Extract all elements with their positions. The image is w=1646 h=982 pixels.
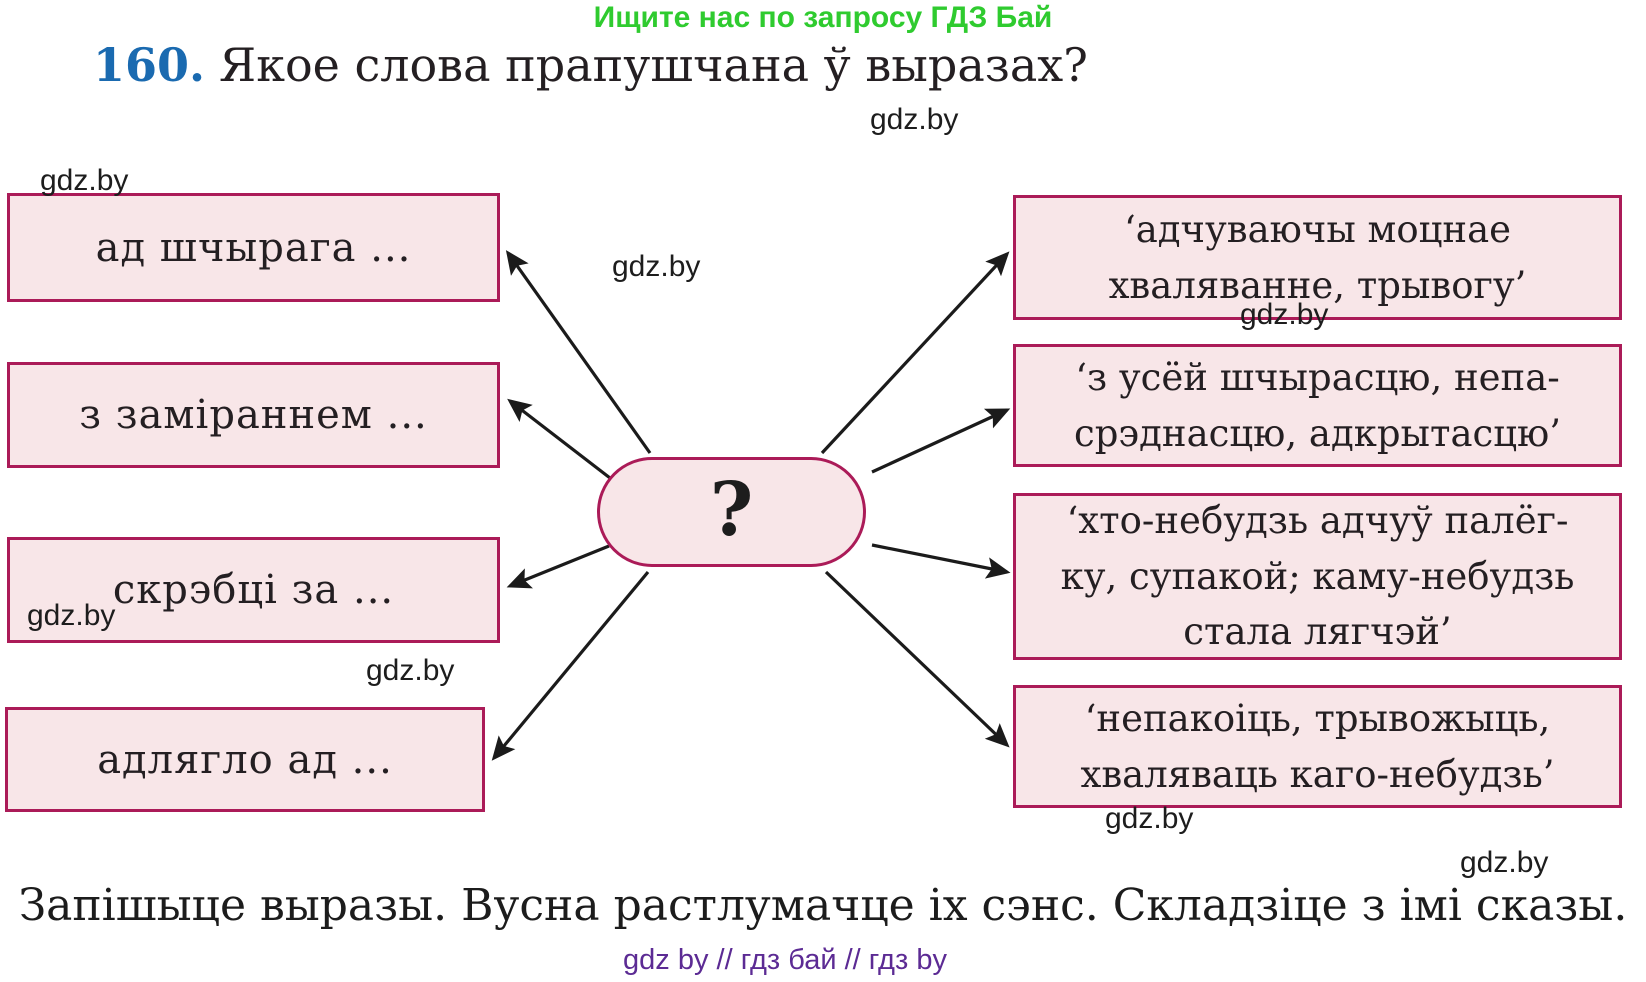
question-mark: ? (709, 467, 754, 553)
definition-line: срэднасцю, адкрытасцю’ (1074, 411, 1561, 455)
promo-banner-top: Ищите нас по запросу ГДЗ Бай (593, 1, 1053, 34)
phrase-box-3: скрэбці за ... (7, 537, 500, 643)
definition-line: хваляваць каго-небудзь’ (1080, 752, 1555, 796)
gdz-watermark: gdz.by (612, 250, 701, 283)
definition-line: ‘з усёй шчырасцю, непа- (1075, 356, 1560, 399)
definition-line: хваляванне, трывогу’ (1108, 263, 1527, 307)
gdz-watermark: gdz.by (1460, 846, 1549, 879)
definition-box-3: ‘хто-небудзь адчуў палёг- ку, супакой; к… (1013, 493, 1622, 660)
exercise-question: Якое слова прапушчана ў выразах? (219, 38, 1088, 92)
definition-line: стала лягчэй’ (1183, 610, 1452, 654)
exercise-title: 160.Якое слова прапушчана ў выразах? (93, 38, 1088, 92)
gdz-watermark: gdz.by (40, 164, 129, 197)
definition-line: ‘непакоіць, трывожыць, (1084, 697, 1551, 740)
gdz-watermark: gdz.by (1105, 802, 1194, 835)
phrase-text: адлягло ад ... (97, 736, 393, 783)
gdz-watermark: gdz.by (366, 654, 455, 687)
definition-line: ‘хто-небудзь адчуў палёг- (1066, 499, 1569, 543)
phrase-text: ад шчырага ... (95, 224, 412, 271)
phrase-text: з заміраннем ... (79, 392, 428, 438)
definition-box-1: ‘адчуваючы моцнае хваляванне, трывогу’ (1013, 195, 1622, 320)
phrase-box-4: адлягло ад ... (5, 707, 485, 812)
definition-line: ‘адчуваючы моцнае (1123, 208, 1512, 251)
gdz-watermark: gdz.by (27, 599, 116, 632)
definition-box-2: ‘з усёй шчырасцю, непа- срэднасцю, адкры… (1013, 344, 1622, 467)
task-instruction: Запішыце выразы. Вусна растлумачце іх сэ… (18, 880, 1628, 931)
phrase-box-2: з заміраннем ... (7, 362, 500, 468)
question-pill: ? (597, 457, 866, 567)
gdz-watermark: gdz.by (1240, 298, 1329, 331)
exercise-number: 160. (93, 38, 206, 92)
definition-line: ку, супакой; каму-небудзь (1060, 554, 1575, 598)
definition-box-4: ‘непакоіць, трывожыць, хваляваць каго-не… (1013, 685, 1622, 808)
phrase-text: скрэбці за ... (112, 567, 395, 613)
promo-banner-bottom: gdz by // гдз бай // гдз by (623, 944, 947, 976)
phrase-box-1: ад шчырага ... (7, 193, 500, 302)
gdz-watermark: gdz.by (870, 103, 959, 136)
